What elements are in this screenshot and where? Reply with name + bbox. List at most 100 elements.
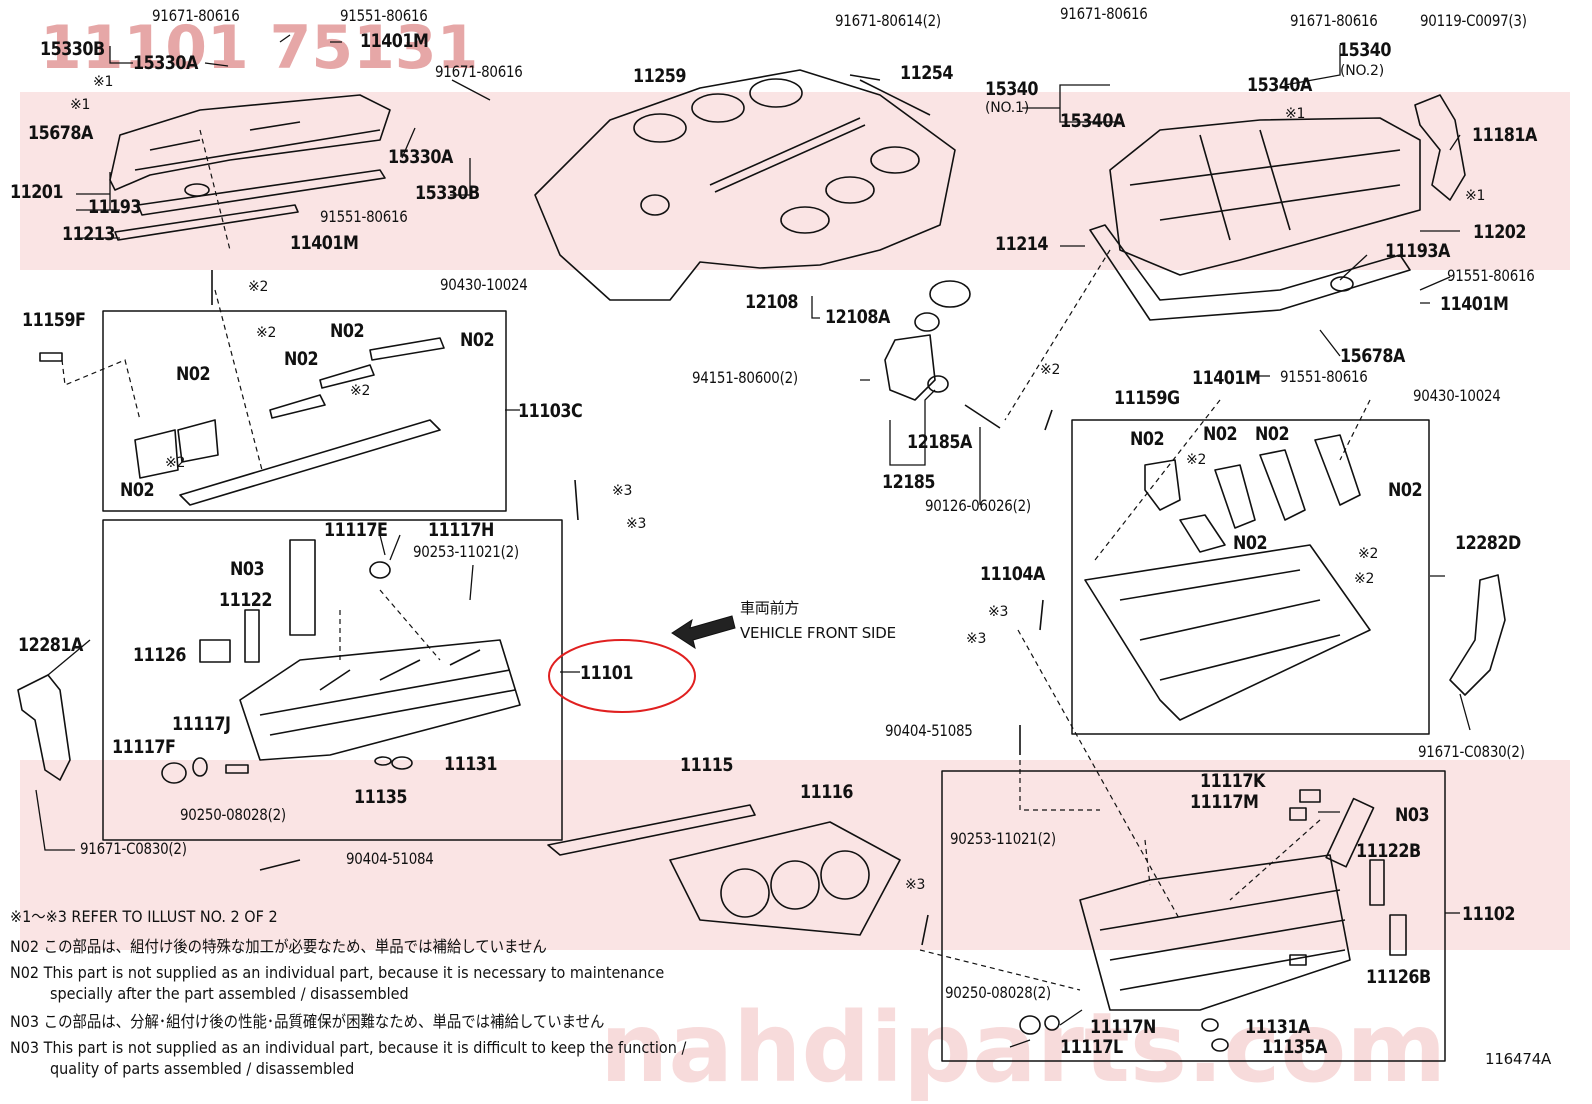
label-n02: N02: [460, 329, 495, 351]
label-11401m: 11401M: [290, 232, 359, 254]
label-90404-51085: 90404-51085: [885, 721, 973, 740]
ref-mark-1: ※1: [70, 97, 91, 113]
label-11254: 11254: [900, 62, 954, 84]
label-15340a: 15340A: [1060, 110, 1125, 132]
label-11193a: 11193A: [1385, 240, 1450, 262]
label-11181a: 11181A: [1472, 124, 1537, 146]
label-15340a: 15340A: [1247, 74, 1312, 96]
watermark-band-bottom: [20, 760, 1570, 950]
label-11126b: 11126B: [1366, 966, 1431, 988]
label-no1: (NO.1): [985, 100, 1030, 116]
label-91671-80616: 91671-80616: [435, 62, 523, 81]
label-11117m: 11117M: [1190, 791, 1259, 813]
ref-mark-3: ※3: [988, 604, 1009, 620]
label-11117n: 11117N: [1090, 1016, 1156, 1038]
engine-cover: [534, 69, 956, 301]
vehicle-front-jp: 車両前方: [740, 599, 800, 617]
frame-11102: [941, 770, 1446, 1062]
label-11401m: 11401M: [1440, 293, 1509, 315]
vehicle-front-en: VEHICLE FRONT SIDE: [740, 624, 896, 642]
ref-mark-2: ※2: [1186, 452, 1207, 468]
ref-mark-1: ※1: [1285, 106, 1306, 122]
label-11259: 11259: [633, 65, 687, 87]
label-90126-06026: 90126-06026(2): [925, 496, 1031, 515]
ref-mark-2: ※2: [1358, 546, 1379, 562]
ref-mark-2: ※2: [1040, 362, 1061, 378]
label-11135a: 11135A: [1262, 1036, 1327, 1058]
label-15330b: 15330B: [40, 38, 105, 60]
label-11101: 11101: [580, 662, 634, 684]
note-n03-en-1: N03 This part is not supplied as an indi…: [10, 1038, 687, 1057]
label-12281a: 12281A: [18, 634, 83, 656]
label-11103c: 11103C: [518, 400, 583, 422]
label-11202: 11202: [1473, 221, 1527, 243]
label-90253-11021: 90253-11021(2): [950, 829, 1056, 848]
label-11401m: 11401M: [360, 30, 429, 52]
label-n02: N02: [1388, 479, 1423, 501]
label-11214: 11214: [995, 233, 1049, 255]
ref-mark-1: ※1: [93, 74, 114, 90]
label-91671-c0830: 91671-C0830(2): [1418, 742, 1525, 761]
label-11117j: 11117J: [172, 713, 231, 735]
label-12108a: 12108A: [825, 306, 890, 328]
cylinder-head-left: [239, 639, 521, 761]
frame-11101: [102, 519, 563, 841]
label-n02: N02: [176, 363, 211, 385]
label-15678a: 15678A: [1340, 345, 1405, 367]
label-11122: 11122: [219, 589, 273, 611]
label-90250-08028: 90250-08028(2): [180, 805, 286, 824]
label-n02: N02: [1130, 428, 1165, 450]
label-n02: N02: [1233, 532, 1268, 554]
label-11159f: 11159F: [22, 309, 86, 331]
label-11131: 11131: [444, 753, 498, 775]
label-91551-80616: 91551-80616: [340, 6, 428, 25]
label-11117h: 11117H: [428, 519, 494, 541]
watermark-code: 11101 75131: [40, 13, 479, 83]
label-91671-80616: 91671-80616: [1290, 11, 1378, 30]
label-11193: 11193: [88, 196, 142, 218]
note-n02-jp: N02 この部品は、組付け後の特殊な加工が必要なため、単品では補給していません: [10, 937, 547, 956]
label-n02: N02: [120, 479, 155, 501]
label-11117f: 11117F: [112, 736, 176, 758]
label-15330b: 15330B: [415, 182, 480, 204]
label-90404-51084: 90404-51084: [346, 849, 434, 868]
note-n02-en-1: N02 This part is not supplied as an indi…: [10, 963, 665, 982]
label-94151-80600: 94151-80600(2): [692, 368, 798, 387]
label-11401m: 11401M: [1192, 367, 1261, 389]
label-91671-c0830: 91671-C0830(2): [80, 839, 187, 858]
label-n02: N02: [284, 348, 319, 370]
ref-mark-3: ※3: [626, 516, 647, 532]
ref-mark-2: ※2: [1354, 571, 1375, 587]
note-refer: ※1～※3 REFER TO ILLUST NO. 2 OF 2: [10, 907, 278, 926]
label-11126: 11126: [133, 644, 187, 666]
label-n02: N02: [1255, 423, 1290, 445]
label-15330a: 15330A: [388, 146, 453, 168]
label-n03: N03: [1395, 804, 1430, 826]
label-15330a: 15330A: [133, 52, 198, 74]
label-91671-80616: 91671-80616: [1060, 4, 1148, 23]
ref-mark-3: ※3: [905, 877, 926, 893]
label-11116: 11116: [800, 781, 854, 803]
cam-housing-left: [109, 94, 391, 191]
cylinder-head-right: [1079, 854, 1351, 1011]
ref-mark-2: ※2: [165, 455, 186, 471]
label-no2: (NO.2): [1340, 63, 1385, 79]
label-91671-80616: 91671-80616: [152, 6, 240, 25]
ref-mark-2: ※2: [248, 279, 269, 295]
label-15678a: 15678A: [28, 122, 93, 144]
frame-11103c: [102, 310, 507, 512]
label-90119-c0097: 90119-C0097(3): [1420, 11, 1527, 30]
note-n03-en-2: quality of parts assembled / disassemble…: [50, 1059, 355, 1078]
label-11102: 11102: [1462, 903, 1516, 925]
label-15340: 15340: [1338, 39, 1392, 61]
label-11201: 11201: [10, 181, 64, 203]
ref-mark-3: ※3: [612, 483, 633, 499]
note-n02-en-2: specially after the part assembled / dis…: [50, 984, 409, 1003]
label-90250-08028: 90250-08028(2): [945, 983, 1051, 1002]
label-90430-10024: 90430-10024: [440, 275, 528, 294]
label-11159g: 11159G: [1114, 387, 1180, 409]
watermark-site: nahdiparts.com: [600, 992, 1447, 1104]
label-n02: N02: [1203, 423, 1238, 445]
label-11117k: 11117K: [1200, 770, 1265, 792]
label-11122b: 11122B: [1356, 840, 1421, 862]
